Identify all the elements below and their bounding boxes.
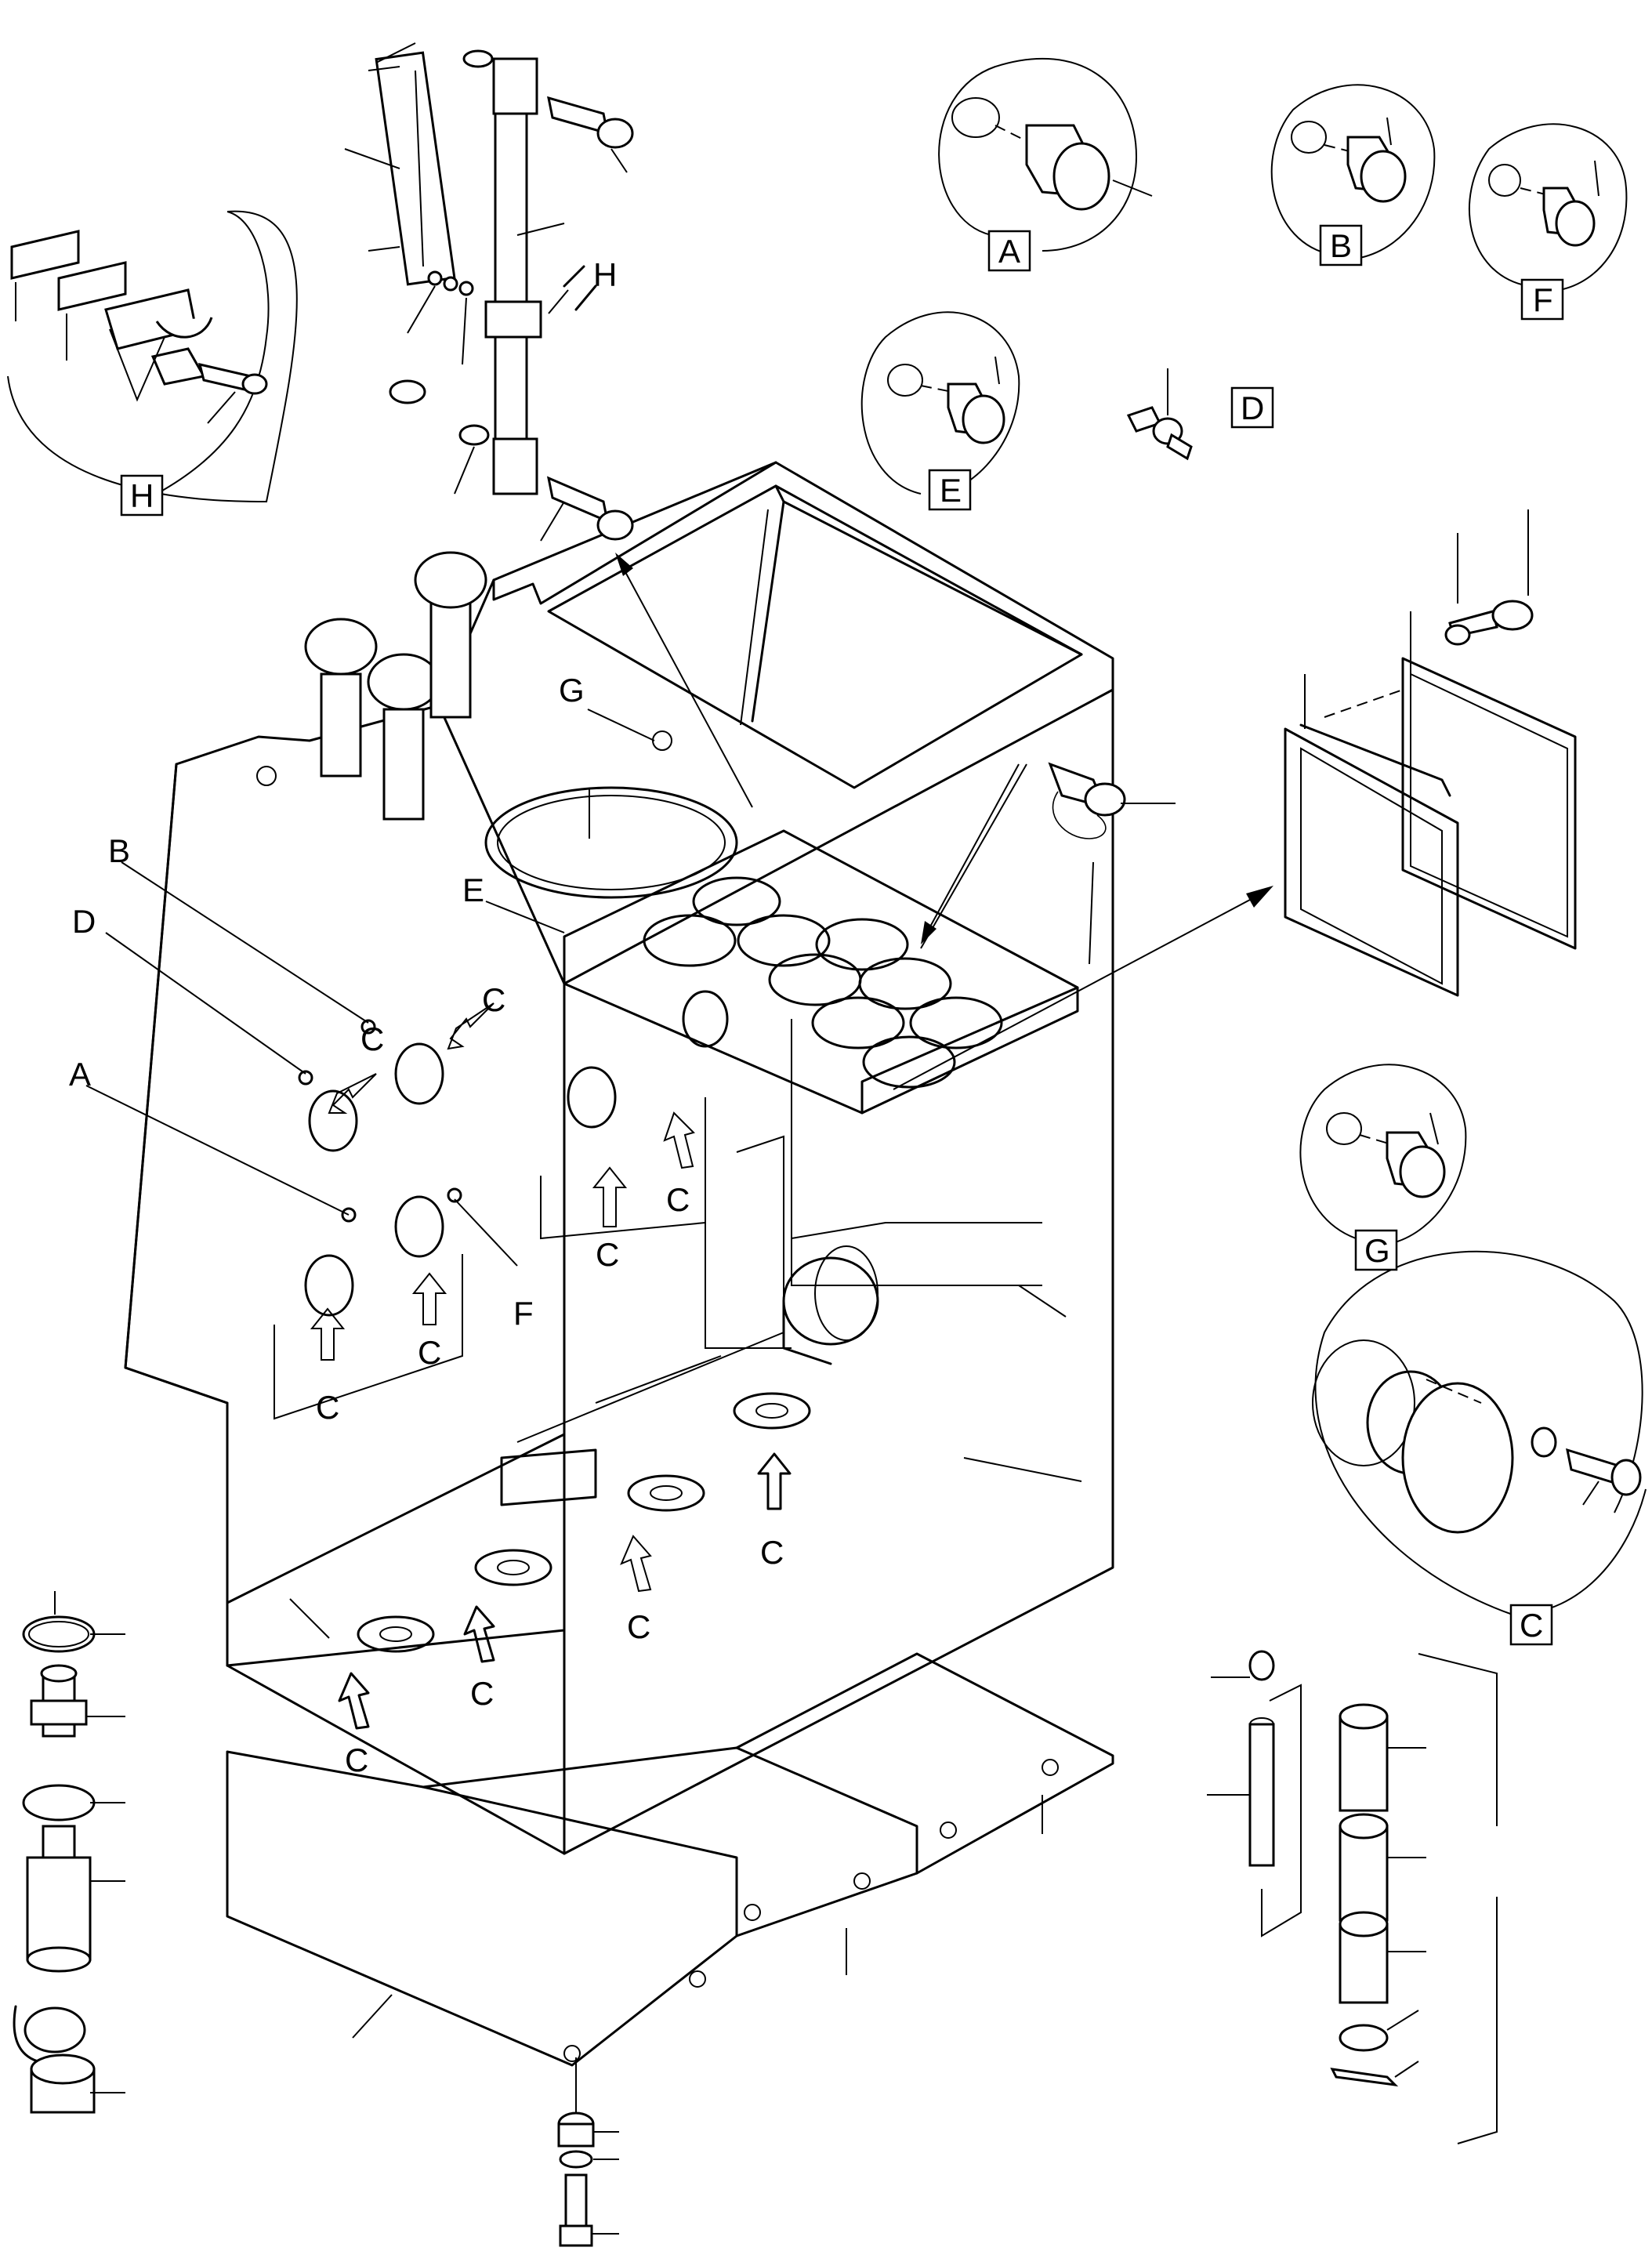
label-C-8: C (627, 1608, 650, 1645)
tag-box-E (928, 469, 972, 511)
tag-A: A (998, 233, 1020, 270)
label-G-pointer: G (559, 672, 585, 709)
detail-A-plug (938, 58, 1153, 252)
detail-B-plug (1270, 84, 1436, 259)
tag-E: E (940, 472, 962, 509)
detail-C-flange (1312, 1250, 1647, 1615)
flange-gaskets (298, 990, 811, 1653)
hinge-pin-assembly (1207, 1650, 1498, 2144)
tag-box-H (120, 474, 164, 517)
tag-H: H (130, 477, 154, 514)
tag-D: D (1241, 390, 1264, 426)
hollow-arrows (310, 1002, 792, 1730)
tag-C: C (1520, 1607, 1543, 1644)
bottom-plate-middle (422, 1746, 918, 1937)
detail-H-bracket (7, 210, 298, 503)
detail-E-plug (860, 311, 1020, 495)
tag-box-B (1319, 224, 1363, 266)
label-C-5: C (596, 1236, 619, 1273)
label-C-2: C (482, 981, 505, 1018)
label-C-1: C (360, 1020, 384, 1057)
level-gauge-assembly (344, 42, 634, 542)
detail-F-plug (1468, 123, 1628, 291)
tag-box-A (987, 230, 1031, 272)
label-H-pointer: H (593, 256, 617, 293)
bottom-plate-left (226, 1750, 738, 2067)
leader-lines (85, 289, 655, 1267)
label-E-pointer: E (462, 872, 484, 908)
label-B-pointer: B (108, 832, 130, 869)
tag-box-F (1520, 278, 1564, 321)
coupling-stack (13, 1591, 125, 2114)
fill-columns (304, 551, 487, 821)
labels: B D A E F G H C C C C C C C C C C H A B … (69, 224, 1564, 1778)
bottom-plate-right (735, 1652, 1114, 1875)
label-C-3: C (316, 1389, 339, 1426)
manhole-ring (484, 786, 738, 899)
sampling-valve (920, 762, 1176, 965)
access-cover-assembly (893, 509, 1577, 1090)
label-C-7: C (760, 1534, 784, 1571)
label-C-9: C (470, 1675, 494, 1712)
tag-box-C (1509, 1604, 1553, 1646)
tag-G: G (1364, 1232, 1390, 1269)
detail-G-plug (1299, 1064, 1467, 1243)
tag-box-D (1230, 386, 1274, 429)
label-C-4: C (418, 1334, 441, 1371)
detail-D-fitting (1126, 368, 1193, 461)
label-C-10: C (345, 1742, 368, 1778)
label-D-pointer: D (72, 903, 96, 940)
label-F-pointer: F (513, 1295, 534, 1332)
tag-F: F (1533, 281, 1553, 318)
bottom-fasteners (557, 2057, 619, 2247)
tag-B: B (1330, 227, 1352, 264)
label-C-6: C (666, 1181, 690, 1218)
label-A-pointer: A (69, 1056, 91, 1093)
tank-body (124, 461, 1114, 2067)
tag-box-G (1354, 1229, 1398, 1271)
